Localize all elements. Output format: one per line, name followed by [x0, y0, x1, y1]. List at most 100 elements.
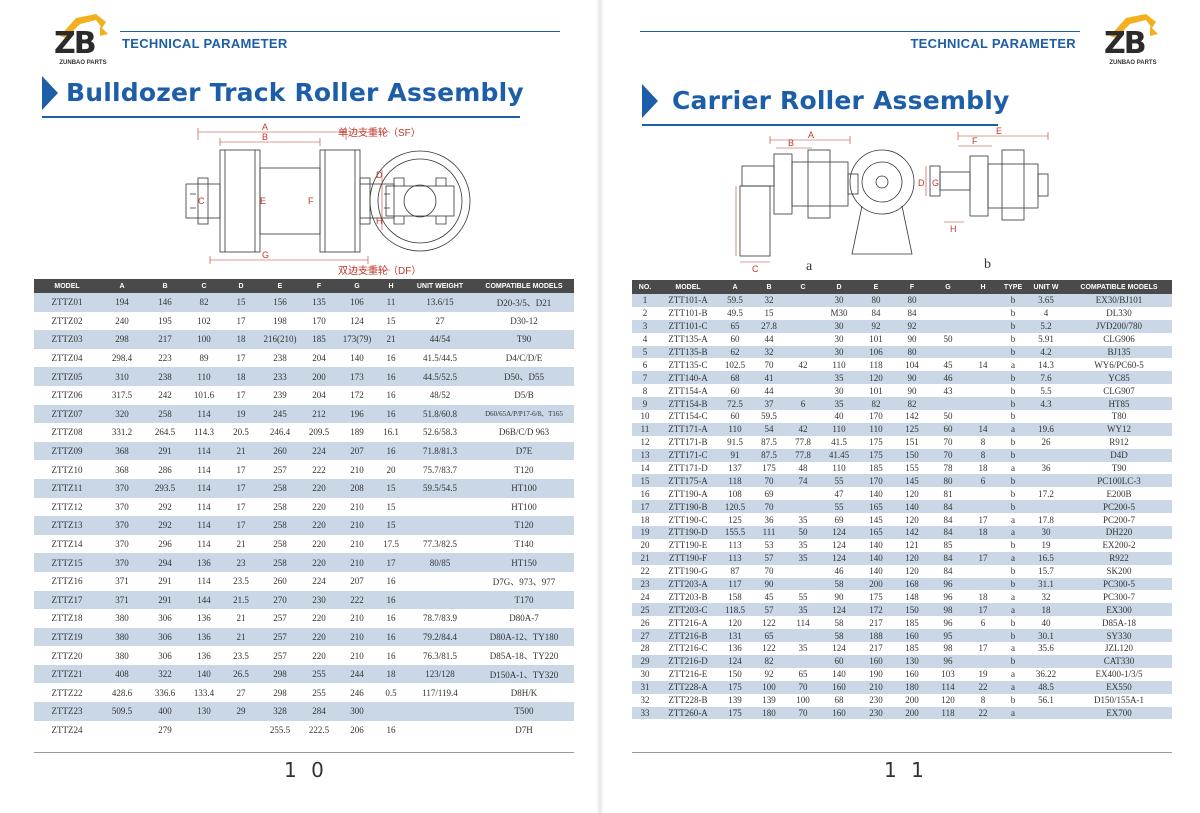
table-cell	[966, 410, 1000, 423]
table-cell: 160	[820, 680, 858, 694]
table-cell: 48.5	[1026, 680, 1066, 694]
table-cell: 284	[300, 702, 338, 721]
table-cell: 32	[752, 294, 786, 307]
table-cell: ZTT101-A	[658, 294, 718, 307]
table-cell: 59.5	[761, 411, 777, 422]
table-cell: D30-12	[510, 315, 538, 326]
table-cell: M30	[830, 308, 848, 319]
table-cell: 180	[752, 706, 786, 720]
table-cell: SK200	[1106, 566, 1132, 577]
table-cell: T500	[474, 702, 574, 721]
table-cell: a	[1000, 551, 1026, 565]
table-cell: 58	[834, 617, 844, 628]
table-cell: 36	[764, 514, 774, 525]
table-cell: 16	[386, 390, 396, 401]
table-cell: 114	[186, 478, 222, 498]
table-cell: CLG906	[1103, 334, 1135, 345]
table-cell	[1026, 410, 1066, 423]
table-cell: DL330	[1106, 308, 1132, 319]
table-cell: 140	[894, 500, 930, 514]
table-cell: 22	[966, 680, 1000, 694]
table-cell: T120	[474, 516, 574, 535]
table-cell: 310	[100, 367, 144, 386]
table-cell: D20-3/5、D21	[474, 293, 574, 312]
table-cell: 75.7/83.7	[422, 464, 457, 475]
column-header: MODEL	[34, 279, 100, 293]
table-cell: 36.22	[1035, 669, 1057, 680]
table-cell: ZTT101-C	[658, 319, 718, 333]
table-cell: 212	[300, 404, 338, 424]
table-cell: 118.5	[718, 603, 752, 617]
table-cell: 370	[100, 478, 144, 498]
table-cell: ZTT216-A	[668, 617, 708, 628]
table-cell: D7G、973、977	[492, 576, 556, 587]
table-cell	[406, 572, 474, 591]
table-cell: 244	[338, 664, 376, 684]
table-cell: 80	[930, 474, 966, 488]
table-cell: CLG907	[1103, 385, 1135, 396]
table-cell: 96	[943, 617, 953, 628]
table-cell: 4	[1043, 308, 1049, 319]
table-cell: ZTT203-C	[658, 603, 718, 617]
table-cell: 117/119.4	[422, 687, 458, 698]
table-cell: 101	[869, 385, 883, 396]
table-cell: 257	[273, 650, 287, 661]
table-cell: 87.5	[752, 448, 786, 462]
table-cell	[406, 702, 474, 721]
table-cell: 170	[869, 411, 883, 422]
table-cell: 8	[980, 437, 986, 448]
table-cell: 95	[930, 629, 966, 643]
table-cell: 19	[978, 669, 988, 680]
table-cell: 17.5	[383, 539, 399, 550]
table-cell: 160	[858, 654, 894, 668]
table-cell: 90	[907, 334, 917, 345]
table-cell: 114.3	[194, 427, 214, 438]
column-header: A	[718, 280, 752, 294]
table-cell: 82	[858, 397, 894, 411]
table-cell: 35	[786, 551, 820, 565]
table-cell: ZTTZ21	[34, 664, 100, 684]
table-cell: 110	[832, 463, 846, 474]
table-cell: 20.5	[233, 427, 249, 438]
table-cell: 336.6	[154, 687, 176, 698]
logo-letters: ZB	[1104, 26, 1147, 61]
table-cell: 17	[236, 390, 246, 401]
table-cell: 17	[376, 553, 406, 572]
table-cell: 65	[798, 669, 808, 680]
table-cell: ZTTZ24	[51, 724, 83, 735]
table-cell: 46	[930, 371, 966, 385]
table-cell: 32	[752, 345, 786, 359]
table-cell: 6	[786, 397, 820, 411]
table-cell: 35	[820, 371, 858, 385]
table-cell: 124	[350, 315, 364, 326]
table-cell: 30	[640, 669, 650, 680]
table-cell: ZTT154-B	[658, 397, 718, 411]
table-cell: 175	[869, 591, 883, 602]
table-cell: 118	[930, 706, 966, 720]
table-cell: b	[1010, 540, 1016, 551]
table-cell: 130	[186, 702, 222, 721]
table-cell: 58	[820, 629, 858, 643]
table-cell: 84	[930, 551, 966, 565]
table-cell	[786, 384, 820, 397]
table-cell: YC85	[1066, 371, 1172, 385]
table-cell: 16	[376, 627, 406, 647]
table-cell: 17.2	[1038, 488, 1054, 499]
table-cell: 245	[260, 404, 300, 424]
table-cell: 140	[832, 669, 846, 680]
table-cell: 70	[764, 566, 774, 577]
table-cell: T140	[514, 539, 534, 550]
table-cell: 130	[894, 654, 930, 668]
table-cell: 15	[222, 293, 260, 312]
table-cell: 124	[820, 603, 858, 617]
table-cell: 21	[236, 539, 246, 550]
table-cell: 19	[632, 526, 658, 539]
table-cell: 16	[386, 650, 396, 661]
table-cell	[100, 721, 144, 740]
table-cell: ZTT154-C	[668, 411, 708, 422]
table-cell: 160	[820, 706, 858, 720]
